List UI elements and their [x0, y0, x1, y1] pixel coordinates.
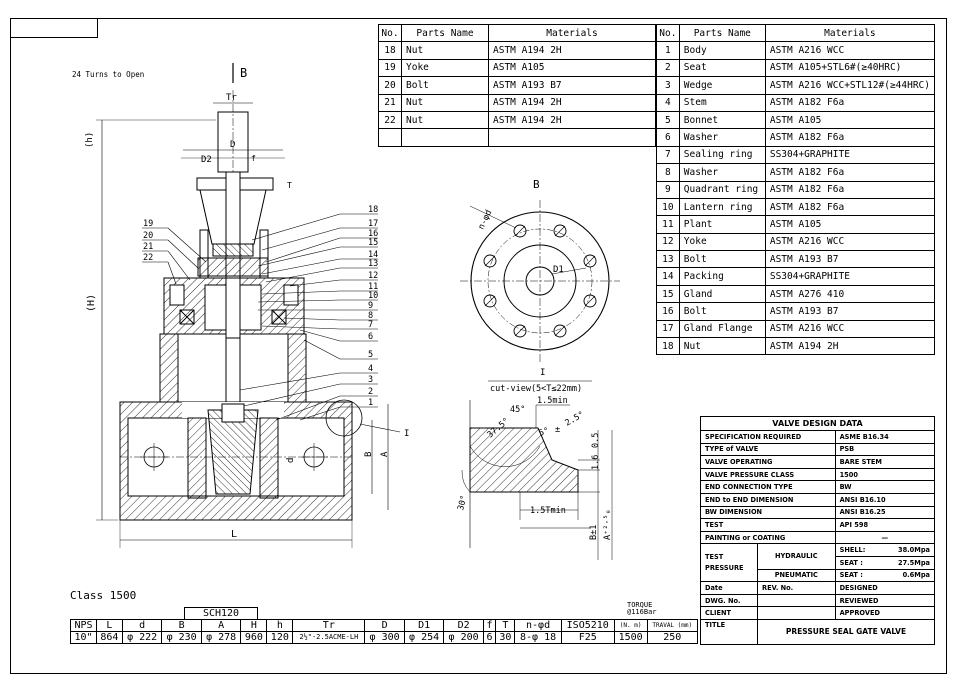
svg-text:2.5°: 2.5° [564, 410, 587, 429]
svg-text:20: 20 [143, 231, 153, 241]
svg-text:n-φd: n-φd [477, 208, 495, 231]
svg-text:3: 3 [368, 375, 373, 385]
turns-note: 24 Turns to Open [72, 70, 145, 79]
svg-text:(H): (H) [86, 294, 97, 312]
svg-text:1.6: 1.6 [591, 455, 601, 470]
svg-text:Tr: Tr [226, 93, 237, 103]
svg-text:18: 18 [368, 205, 378, 215]
title-tab [10, 18, 98, 38]
svg-text:10: 10 [368, 291, 378, 301]
svg-text:21: 21 [143, 242, 153, 252]
design-data-title: VALVE DESIGN DATA [700, 416, 935, 431]
svg-text:4: 4 [368, 364, 373, 374]
detail-label: I [404, 429, 409, 439]
section-label: B [240, 66, 247, 80]
svg-text:L: L [231, 529, 237, 540]
svg-text:5: 5 [368, 350, 373, 360]
svg-text:16: 16 [368, 229, 378, 239]
svg-text:22: 22 [143, 253, 153, 263]
svg-text:B: B [364, 452, 374, 457]
svg-text:8: 8 [368, 311, 373, 321]
svg-text:±: ± [555, 425, 560, 435]
table-row [378, 128, 656, 147]
svg-text:1.5Tmin: 1.5Tmin [530, 506, 566, 516]
svg-text:30°: 30° [456, 494, 470, 511]
svg-text:(h): (h) [85, 132, 95, 148]
valve-design-data: VALVE DESIGN DATA SPECIFICATION REQUIRED… [700, 416, 936, 645]
svg-text:D1: D1 [553, 265, 564, 275]
svg-text:45°: 45° [510, 405, 525, 415]
drawing-title: PRESSURE SEAL GATE VALVE [757, 618, 935, 645]
svg-text:1.5min: 1.5min [537, 396, 568, 406]
svg-text:2: 2 [368, 387, 373, 397]
svg-text:19: 19 [143, 219, 153, 229]
svg-text:11: 11 [368, 282, 378, 292]
svg-text:6: 6 [368, 332, 373, 342]
svg-text:D2: D2 [201, 155, 212, 165]
dimension-table: NPS L d B A H h Tr D D1 D2 f T n-φd ISO5… [70, 619, 698, 644]
torque-label: TORQUE@116Bar [627, 601, 657, 616]
svg-text:D: D [230, 140, 235, 150]
svg-text:17: 17 [368, 219, 378, 229]
drawing-frame [10, 18, 947, 674]
svg-text:A: A [380, 451, 390, 457]
svg-text:5°: 5° [538, 426, 551, 439]
class-label: Class 1500 [70, 589, 137, 602]
svg-text:9: 9 [368, 301, 373, 311]
svg-text:A⁺²·⁵₀: A⁺²·⁵₀ [603, 509, 613, 540]
sch-label: SCH120 [184, 607, 258, 620]
svg-text:f: f [251, 154, 256, 163]
svg-text:B±1: B±1 [589, 525, 599, 540]
table-row: 10" 864 φ 222 φ 230 φ 278 960 120 2½"-2.… [70, 631, 698, 644]
svg-text:15: 15 [368, 238, 378, 248]
svg-text:7: 7 [368, 320, 373, 330]
svg-text:13: 13 [368, 259, 378, 269]
svg-text:14: 14 [368, 250, 378, 260]
svg-text:T: T [287, 181, 292, 190]
cutview-subtitle: cut-view(5<T≤22mm) [490, 384, 582, 394]
cutview-title: I [540, 368, 545, 378]
svg-text:0.5: 0.5 [591, 433, 601, 448]
svg-text:12: 12 [368, 271, 378, 281]
svg-text:d: d [286, 458, 296, 463]
svg-text:1: 1 [368, 398, 373, 408]
b-view-label: B [533, 178, 540, 191]
